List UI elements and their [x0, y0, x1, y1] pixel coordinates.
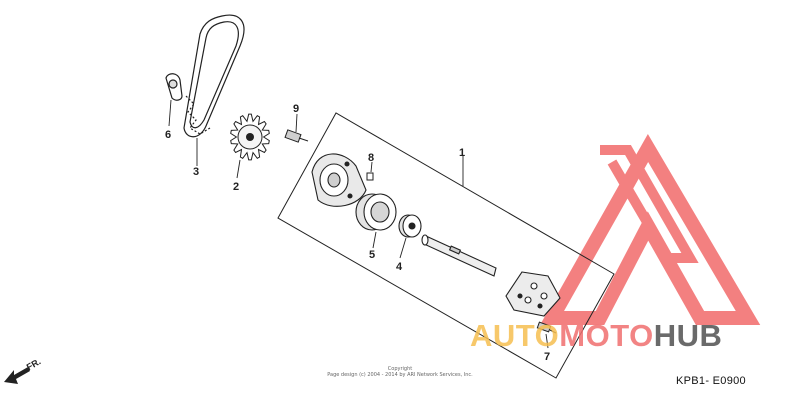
- callout-7: 7: [544, 351, 550, 363]
- drive-sprocket: [230, 113, 270, 161]
- callout-6: 6: [165, 129, 171, 141]
- pump-shaft: [421, 234, 497, 277]
- drive-chain: [183, 14, 245, 138]
- watermark-logo-icon: [540, 133, 761, 325]
- callout-2: 2: [233, 181, 239, 193]
- callout-5: 5: [369, 249, 375, 261]
- screw-7: [536, 321, 557, 334]
- dowel-pin: [366, 172, 374, 181]
- callout-3: 3: [193, 166, 199, 178]
- watermark-text: AUTOMOTOHUB: [470, 318, 722, 354]
- leader-lines: [168, 99, 549, 349]
- assembly-outline: [277, 112, 615, 379]
- outer-rotor: [355, 193, 397, 231]
- bolt-9: [284, 129, 309, 143]
- front-direction-arrow-icon: FR.: [4, 356, 43, 384]
- callout-1: 1: [459, 147, 465, 159]
- callout-8: 8: [368, 152, 374, 164]
- pump-cover: [505, 271, 561, 317]
- watermark-part-auto: AUTO: [470, 318, 560, 353]
- watermark-part-moto: MOTO: [559, 318, 654, 353]
- watermark-part-hub: HUB: [653, 318, 723, 353]
- copyright-line-1: Copyright: [387, 366, 413, 372]
- callout-4: 4: [396, 261, 403, 273]
- pump-body: [311, 153, 367, 207]
- chain-guide: [165, 73, 183, 101]
- callout-9: 9: [293, 103, 299, 115]
- copyright-notice: Copyright Page design (c) 2004 - 2014 by…: [300, 366, 500, 378]
- diagram-code: KPB1- E0900: [676, 375, 746, 387]
- inner-rotor: [398, 214, 422, 238]
- direction-label: FR.: [25, 356, 43, 372]
- copyright-line-2: Page design (c) 2004 - 2014 by ARI Netwo…: [327, 372, 473, 378]
